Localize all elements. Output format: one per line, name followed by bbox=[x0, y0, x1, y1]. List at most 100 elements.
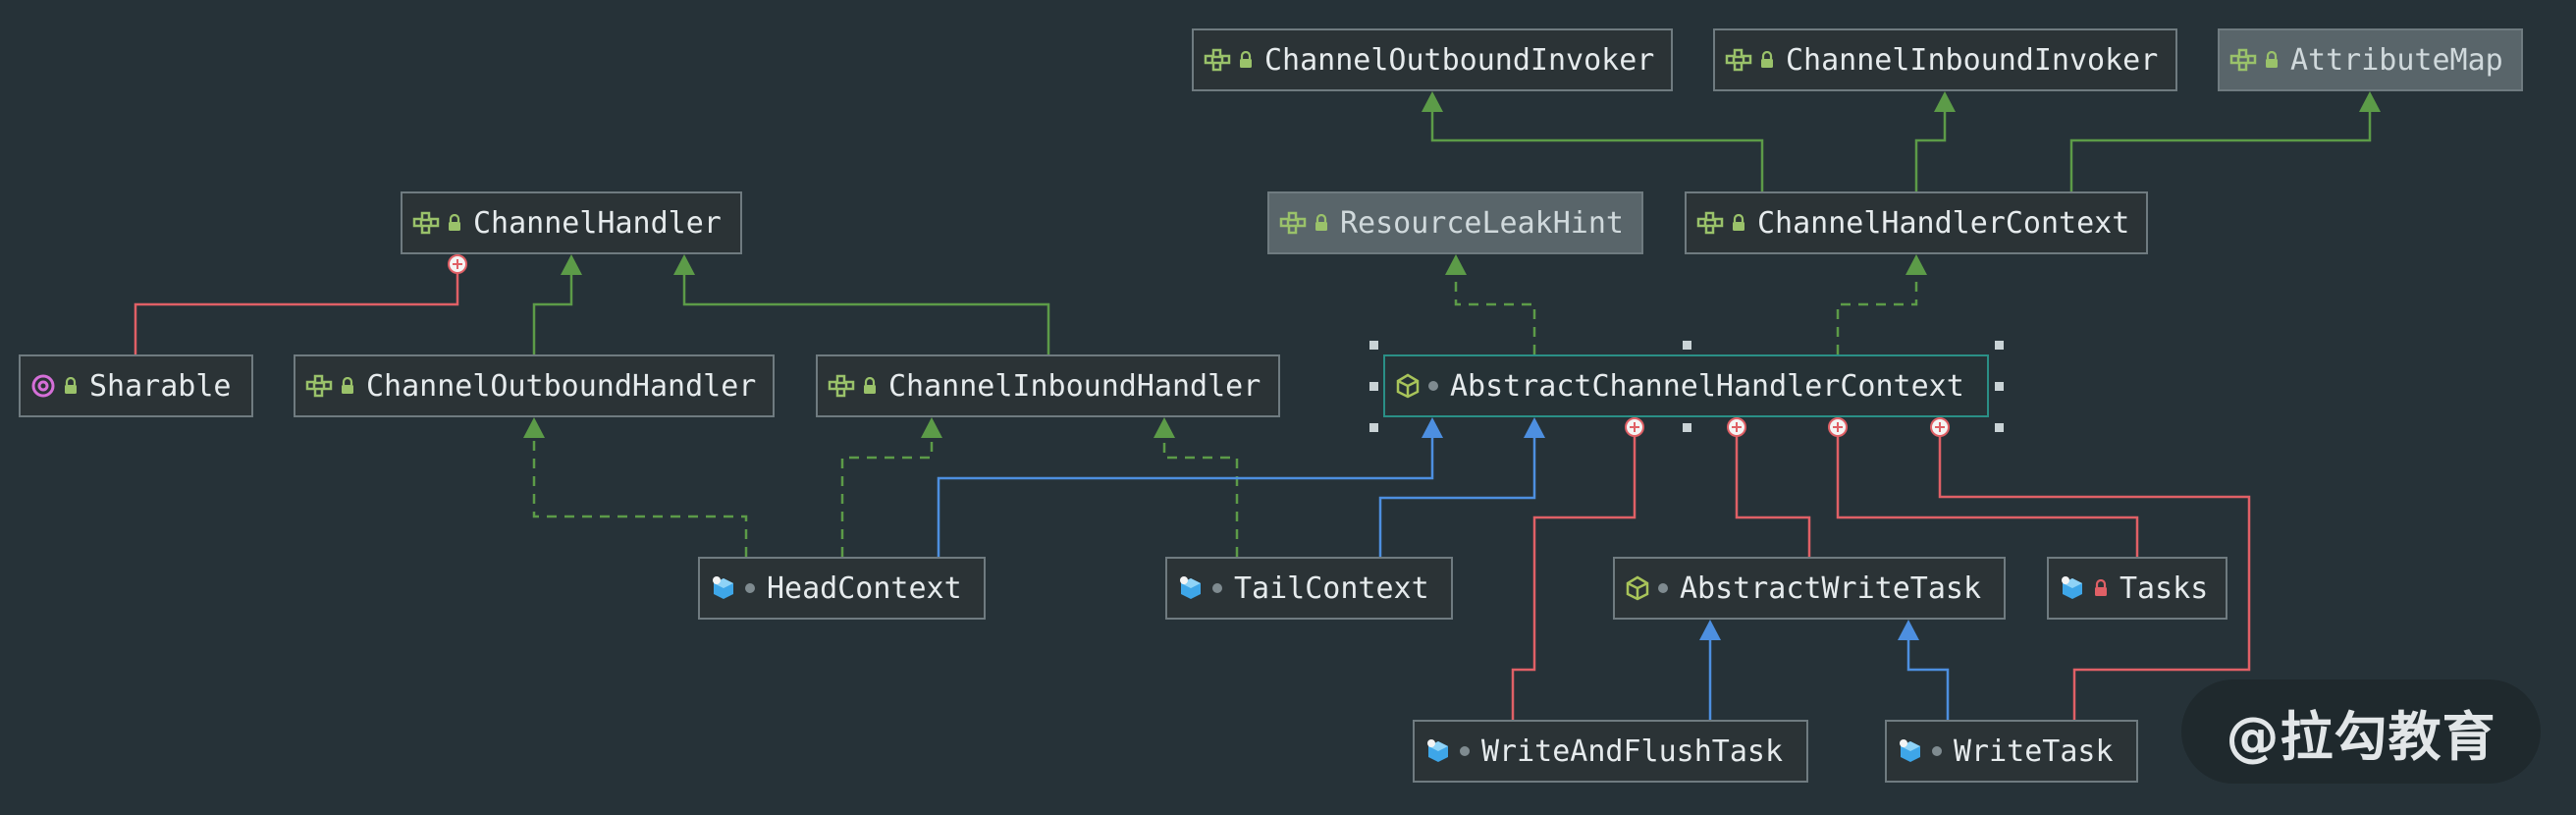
edge-inner-sharable-to-channelhandler bbox=[134, 254, 467, 354]
node-modifiers bbox=[1279, 211, 1328, 235]
selection-handle[interactable] bbox=[1995, 341, 2004, 350]
class-icon bbox=[1897, 737, 1924, 765]
edge-extends-channelhandlercontext-to-channelinboundinvoker bbox=[1914, 91, 1956, 191]
arrow-head bbox=[1905, 254, 1927, 275]
node-channel-inbound-handler[interactable]: ChannelInboundHandler bbox=[816, 354, 1280, 417]
edge-implements-abstractchannelhandlercontext-to-resourceleakhint bbox=[1445, 254, 1536, 354]
node-modifiers bbox=[1424, 737, 1470, 765]
edge-inner-writetask-to-abstractchannelhandlercontext bbox=[1930, 417, 2251, 720]
node-tail-context[interactable]: TailContext bbox=[1165, 557, 1453, 620]
node-channel-handler-context[interactable]: ChannelHandlerContext bbox=[1685, 191, 2148, 254]
node-head-context[interactable]: HeadContext bbox=[698, 557, 986, 620]
edge-implements-abstractchannelhandlercontext-to-channelhandlercontext bbox=[1836, 254, 1927, 354]
node-modifiers bbox=[1395, 373, 1438, 399]
package-private-icon bbox=[1932, 746, 1942, 756]
node-modifiers bbox=[1625, 575, 1668, 601]
lock-icon bbox=[863, 377, 877, 395]
selection-handle[interactable] bbox=[1369, 382, 1378, 391]
node-modifiers bbox=[1696, 211, 1745, 235]
node-modifiers bbox=[30, 373, 78, 399]
node-label: WriteAndFlushTask bbox=[1481, 734, 1784, 769]
edge-extends-channelinboundhandler-to-channelhandler bbox=[673, 254, 1050, 354]
node-modifiers bbox=[305, 374, 354, 398]
arrow-head bbox=[523, 417, 545, 438]
node-write-and-flush-task[interactable]: WriteAndFlushTask bbox=[1413, 720, 1808, 783]
selection-handle[interactable] bbox=[1369, 341, 1378, 350]
package-private-icon bbox=[745, 583, 755, 593]
arrow-head bbox=[1898, 620, 1919, 640]
lock-icon bbox=[1732, 214, 1745, 232]
interface-icon bbox=[2229, 48, 2257, 72]
edge-implements-tailcontext-to-channelinboundhandler bbox=[1154, 417, 1239, 557]
arrow-head bbox=[561, 254, 582, 275]
node-modifiers bbox=[2059, 574, 2108, 602]
node-abstract-channel-handler-context[interactable]: AbstractChannelHandlerContext bbox=[1383, 354, 1989, 417]
node-channel-inbound-invoker[interactable]: ChannelInboundInvoker bbox=[1713, 28, 2177, 91]
interface-icon bbox=[828, 374, 855, 398]
node-attribute-map[interactable]: AttributeMap bbox=[2218, 28, 2523, 91]
node-label: AttributeMap bbox=[2290, 42, 2503, 78]
node-channel-outbound-handler[interactable]: ChannelOutboundHandler bbox=[294, 354, 775, 417]
node-label: AbstractWriteTask bbox=[1680, 570, 1982, 606]
arrow-head bbox=[1524, 417, 1545, 438]
node-channel-handler[interactable]: ChannelHandler bbox=[401, 191, 742, 254]
edge-implements-headcontext-to-channelinboundhandler bbox=[840, 417, 942, 557]
node-label: ChannelOutboundInvoker bbox=[1264, 42, 1655, 78]
interface-icon bbox=[1696, 211, 1724, 235]
arrow-head bbox=[921, 417, 942, 438]
edge-inner-abstractwritetask-to-abstractchannelhandlercontext bbox=[1727, 417, 1811, 557]
node-modifiers bbox=[1204, 48, 1253, 72]
arrow-head bbox=[1934, 91, 1956, 112]
arrow-head bbox=[1422, 417, 1443, 438]
node-modifiers bbox=[1177, 574, 1222, 602]
arrow-head bbox=[1699, 620, 1721, 640]
node-label: ChannelInboundHandler bbox=[888, 368, 1261, 404]
node-modifiers bbox=[2229, 48, 2279, 72]
node-label: AbstractChannelHandlerContext bbox=[1450, 368, 1964, 404]
node-label: ChannelOutboundHandler bbox=[366, 368, 757, 404]
edge-inner-tasks-to-abstractchannelhandlercontext bbox=[1828, 417, 2139, 557]
class-icon bbox=[710, 574, 737, 602]
lock-icon bbox=[1760, 51, 1774, 69]
node-modifiers bbox=[1897, 737, 1942, 765]
lock-icon bbox=[341, 377, 354, 395]
package-private-icon bbox=[1460, 746, 1470, 756]
node-label: Sharable bbox=[89, 368, 232, 404]
node-label: ChannelHandlerContext bbox=[1757, 205, 2130, 241]
node-modifiers bbox=[828, 374, 877, 398]
interface-icon bbox=[412, 211, 440, 235]
node-label: TailContext bbox=[1234, 570, 1429, 606]
node-modifiers bbox=[1725, 48, 1774, 72]
node-label: ChannelInboundInvoker bbox=[1786, 42, 2159, 78]
selection-handle[interactable] bbox=[1369, 423, 1378, 432]
node-channel-outbound-invoker[interactable]: ChannelOutboundInvoker bbox=[1192, 28, 1673, 91]
interface-icon bbox=[1725, 48, 1752, 72]
edge-extends-channeloutboundhandler-to-channelhandler bbox=[532, 254, 582, 354]
selection-handle[interactable] bbox=[1682, 423, 1691, 432]
lock-icon bbox=[64, 377, 78, 395]
edge-implements-headcontext-to-channeloutboundhandler bbox=[523, 417, 748, 557]
node-resource-leak-hint[interactable]: ResourceLeakHint bbox=[1267, 191, 1643, 254]
lock-icon bbox=[448, 214, 461, 232]
class-icon bbox=[1424, 737, 1452, 765]
interface-icon bbox=[305, 374, 333, 398]
node-sharable[interactable]: Sharable bbox=[19, 354, 253, 417]
annotation-icon bbox=[30, 373, 56, 399]
selection-handle[interactable] bbox=[1995, 423, 2004, 432]
node-abstract-write-task[interactable]: AbstractWriteTask bbox=[1613, 557, 2006, 620]
node-label: WriteTask bbox=[1954, 734, 2114, 769]
edge-extends-channelhandlercontext-to-channeloutboundinvoker bbox=[1422, 91, 1764, 191]
node-tasks[interactable]: Tasks bbox=[2047, 557, 2227, 620]
edge-extends-class-tailcontext-to-abstractchannelhandlercontext bbox=[1378, 417, 1545, 557]
node-write-task[interactable]: WriteTask bbox=[1885, 720, 2138, 783]
selection-handle[interactable] bbox=[1995, 382, 2004, 391]
package-private-icon bbox=[1212, 583, 1222, 593]
arrow-head bbox=[2359, 91, 2381, 112]
node-modifiers bbox=[710, 574, 755, 602]
selection-handle[interactable] bbox=[1682, 341, 1691, 350]
lock-icon bbox=[2265, 51, 2279, 69]
interface-icon bbox=[1279, 211, 1307, 235]
edge-extends-channelhandlercontext-to-attributemap bbox=[2069, 91, 2381, 191]
